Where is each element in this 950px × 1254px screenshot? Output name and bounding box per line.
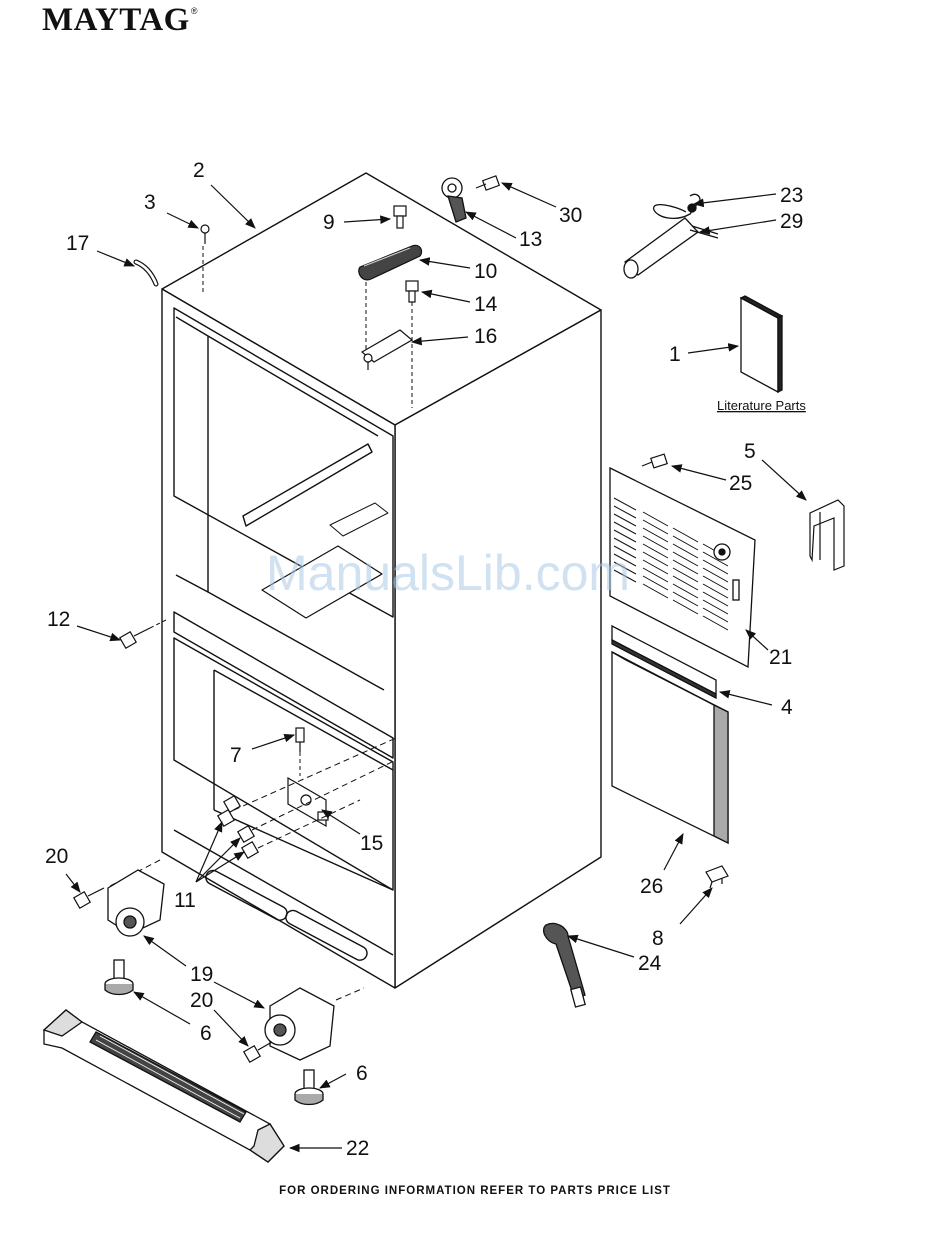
part-20-screw-left — [74, 888, 104, 908]
callout-17: 17 — [66, 232, 89, 255]
callout-20-right: 20 — [190, 989, 213, 1012]
callout-6-left: 6 — [200, 1022, 212, 1045]
part-5-clip — [810, 500, 844, 570]
part-12-screw — [120, 628, 150, 648]
part-25-screw — [642, 454, 667, 468]
watermark: ManualsLib.com — [266, 545, 630, 601]
callout-4: 4 — [781, 696, 793, 719]
part-13-top-hinge — [442, 178, 466, 222]
part-23-water-valve-tube — [624, 194, 718, 278]
callout-14: 14 — [474, 293, 498, 316]
callout-21: 21 — [769, 646, 792, 669]
callout-16: 16 — [474, 325, 497, 348]
part-20-screw-right — [244, 1042, 272, 1062]
part-1-literature-booklet — [741, 296, 782, 392]
callout-6-right: 6 — [356, 1062, 368, 1085]
part-6-leveling-leg-left — [105, 960, 133, 995]
callout-9: 9 — [323, 211, 335, 234]
part-17-drain-tube — [136, 262, 156, 284]
callout-7: 7 — [230, 744, 242, 767]
callout-25: 25 — [729, 472, 752, 495]
callout-15: 15 — [360, 832, 383, 855]
callout-8: 8 — [652, 927, 664, 950]
part-19-roller-assembly-left — [108, 870, 164, 936]
part-6-leveling-leg-right — [295, 1070, 323, 1105]
part-24-wrench — [544, 923, 586, 1007]
callout-19: 19 — [190, 963, 213, 986]
callout-11: 11 — [174, 889, 196, 912]
callout-13: 13 — [519, 228, 542, 251]
callout-24: 24 — [638, 952, 662, 975]
callout-30: 30 — [559, 204, 582, 227]
callout-2: 2 — [193, 159, 205, 182]
ordering-footer-note: FOR ORDERING INFORMATION REFER TO PARTS … — [0, 1185, 950, 1197]
callout-26: 26 — [640, 875, 663, 898]
literature-parts-label: Literature Parts — [717, 398, 806, 413]
callout-3: 3 — [144, 191, 156, 214]
part-8-clip — [706, 866, 728, 888]
part-30-screw — [476, 176, 499, 190]
callout-5: 5 — [744, 440, 756, 463]
callout-23: 23 — [780, 184, 803, 207]
callout-1: 1 — [669, 343, 681, 366]
part-22-toe-grille — [44, 1010, 284, 1162]
callout-12: 12 — [47, 608, 70, 631]
part-3-screw — [201, 225, 209, 244]
callout-10: 10 — [474, 260, 497, 283]
part-19-roller-assembly-right — [265, 988, 334, 1060]
callout-29: 29 — [780, 210, 803, 233]
callout-22: 22 — [346, 1137, 369, 1160]
callout-20-left: 20 — [45, 845, 68, 868]
